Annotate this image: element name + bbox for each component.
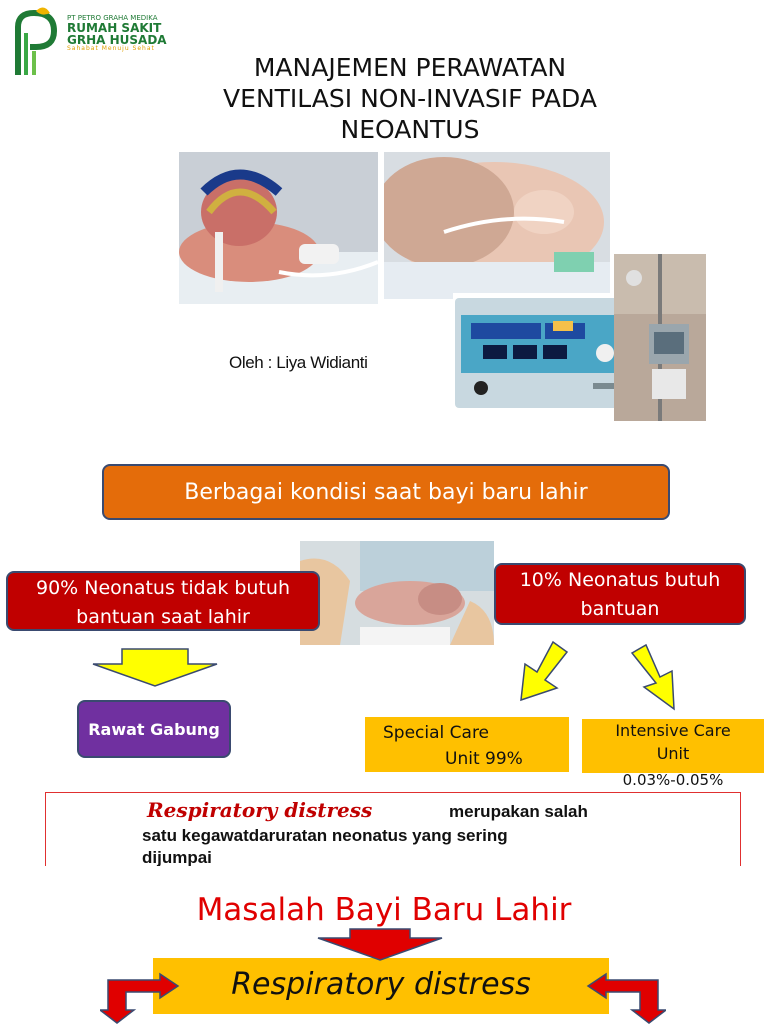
photo-newborn-delivery [300,541,494,645]
intensive-care-box: Intensive Care Unit [582,719,764,773]
intensive-care-unit: Unit [656,744,690,763]
bent-arrow-left-icon [100,972,180,1024]
no-help-box: 90% Neonatus tidak butuh bantuan saat la… [6,571,320,631]
photo-baby-cpap [179,152,378,304]
bent-arrow-right-icon [586,972,666,1024]
conditions-banner: Berbagai kondisi saat bayi baru lahir [102,464,670,520]
author-credit: Oleh : Liya Widianti [229,353,368,372]
distress-note-box: Respiratory distress merupakan salah sat… [45,792,741,866]
intensive-care-range: 0.03%-0.05% [622,771,724,789]
problem-title: Masalah Bayi Baru Lahir [196,892,572,928]
need-help-line: bantuan [580,598,660,620]
down-arrow-icon [92,648,218,687]
distress-banner-label: Respiratory distress [231,967,531,1002]
distress-note-line: merupakan salah [449,802,588,821]
need-help-line: 10% Neonatus butuh [519,569,721,591]
logo-line-grha-husada: GRHA HUSADA [67,33,167,47]
special-care-percent: Unit 99% [445,749,523,769]
intensive-care-label: Intensive Care [615,721,731,740]
logo-company: PT PETRO GRAHA MEDIKA [67,14,158,22]
photo-ventilator-device [453,293,635,413]
logo-mark-icon [15,7,58,75]
red-down-arrow-icon [317,928,443,961]
logo-line-rumah-sakit: RUMAH SAKIT [67,21,162,35]
logo-text: PT PETRO GRAHA MEDIKA RUMAH SAKIT GRHA H… [67,15,167,52]
down-left-arrow-icon [520,640,569,702]
photo-ventilator-stand [614,254,706,421]
distress-term: Respiratory distress [147,798,373,822]
special-care-box: Special Care Unit 99% [365,717,569,772]
logo-tagline: Sahabat Menuju Sehat [67,45,155,52]
no-help-line: 90% Neonatus tidak butuh [35,577,291,599]
no-help-line: bantuan saat lahir [76,606,250,628]
title-line: VENTILASI NON-INVASIF PADA [223,84,597,113]
title-line: MANAJEMEN PERAWATAN [253,53,567,82]
page-title: MANAJEMEN PERAWATAN VENTILASI NON-INVASI… [170,52,650,145]
distress-banner [153,958,609,1014]
photo-baby-nasal-cannula [384,152,610,299]
rooming-in-box: Rawat Gabung [77,700,231,758]
distress-note-line: dijumpai [142,848,212,866]
down-right-arrow-icon [630,643,675,711]
title-line: NEOANTUS [340,115,480,144]
distress-note-line: satu kegawatdaruratan neonatus yang seri… [142,826,508,845]
special-care-label: Special Care [383,723,490,743]
need-help-box: 10% Neonatus butuh bantuan [494,563,746,625]
hospital-logo [10,5,180,77]
